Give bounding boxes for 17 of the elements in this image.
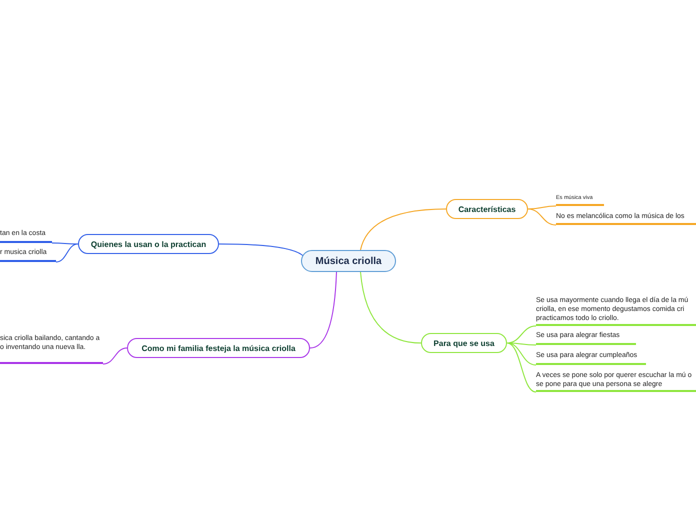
connector [506,342,536,392]
topic-box: Para que se usa [421,333,507,353]
topic-box: Características [446,199,528,219]
connector [506,326,536,344]
connector [506,342,536,346]
connector [360,208,446,250]
topic-box: Quienes la usan o la practican [78,234,219,254]
connector [56,244,78,262]
central-topic: Música criolla [301,250,396,272]
connector [506,342,536,366]
connector [52,242,78,244]
connector [310,272,337,348]
connector [218,244,306,258]
connector [360,272,422,344]
connector [528,208,556,226]
connector [102,348,128,364]
topic-box: Como mi familia festeja la música criolla [127,338,310,358]
